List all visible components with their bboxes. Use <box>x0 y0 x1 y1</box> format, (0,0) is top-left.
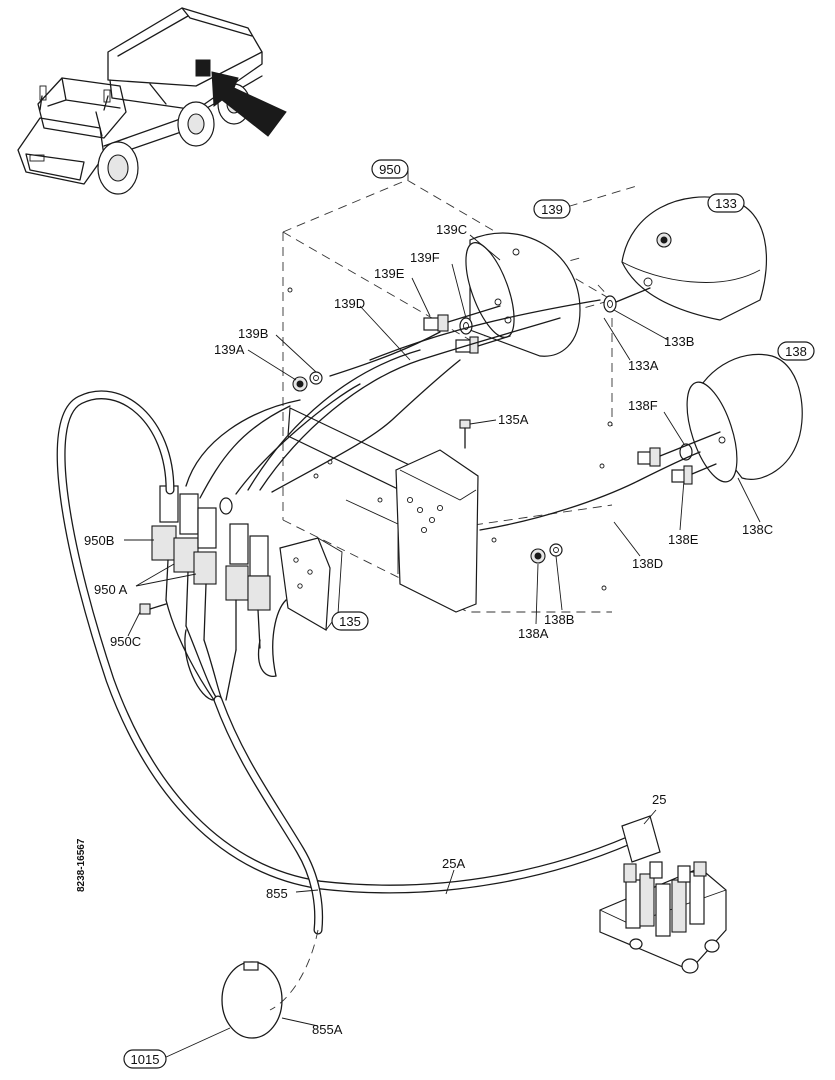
label-855a: 855A <box>312 1022 343 1037</box>
label-138f: 138F <box>628 398 658 413</box>
bracket-135 <box>279 537 343 632</box>
label-133a: 133A <box>628 358 659 373</box>
gauge-138 <box>686 353 803 483</box>
label-25a: 25A <box>442 856 465 871</box>
gauge-133 <box>621 196 768 321</box>
svg-text:135: 135 <box>339 614 361 629</box>
label-855: 855 <box>266 886 288 901</box>
callout-138: 138 <box>777 341 815 361</box>
mounting-bracket <box>287 407 479 613</box>
location-arrow-icon <box>211 71 287 137</box>
clamp-855a <box>221 961 283 1039</box>
label-139f: 139F <box>410 250 440 265</box>
component-location-marker <box>195 59 211 77</box>
fittings <box>139 287 721 615</box>
label-139c: 139C <box>436 222 467 237</box>
svg-text:138: 138 <box>785 344 807 359</box>
callout-1015: 1015 <box>123 1049 167 1069</box>
label-135a: 135A <box>498 412 529 427</box>
hoses <box>56 390 635 1011</box>
svg-text:139: 139 <box>541 202 563 217</box>
label-138c: 138C <box>742 522 773 537</box>
label-139d: 139D <box>334 296 365 311</box>
label-138a: 138A <box>518 626 549 641</box>
label-133b: 133B <box>664 334 694 349</box>
label-139b: 139B <box>238 326 268 341</box>
callout-135: 135 <box>331 611 369 631</box>
callout-133: 133 <box>707 193 745 213</box>
truck-locator-illustration <box>17 7 287 195</box>
callout-950: 950 <box>371 159 409 179</box>
label-950c: 950C <box>110 634 141 649</box>
label-25: 25 <box>652 792 666 807</box>
part-labels: 139C 139F 139E 139D 139B 139A 133B 133A … <box>84 222 773 1037</box>
sender-cluster-950 <box>151 485 271 701</box>
manifold-25 <box>599 815 727 974</box>
label-138e: 138E <box>668 532 699 547</box>
leader-lines <box>124 170 761 1059</box>
label-950b: 950B <box>84 533 114 548</box>
label-950a: 950 A <box>94 582 128 597</box>
gauge-139 <box>465 232 581 357</box>
label-139e: 139E <box>374 266 405 281</box>
label-138d: 138D <box>632 556 663 571</box>
document-number: 8238-16567 <box>76 838 87 892</box>
callout-139: 139 <box>533 199 571 219</box>
label-139a: 139A <box>214 342 245 357</box>
svg-text:1015: 1015 <box>131 1052 160 1067</box>
svg-text:133: 133 <box>715 196 737 211</box>
capillary-tubes <box>184 299 701 701</box>
svg-text:950: 950 <box>379 162 401 177</box>
label-138b: 138B <box>544 612 574 627</box>
